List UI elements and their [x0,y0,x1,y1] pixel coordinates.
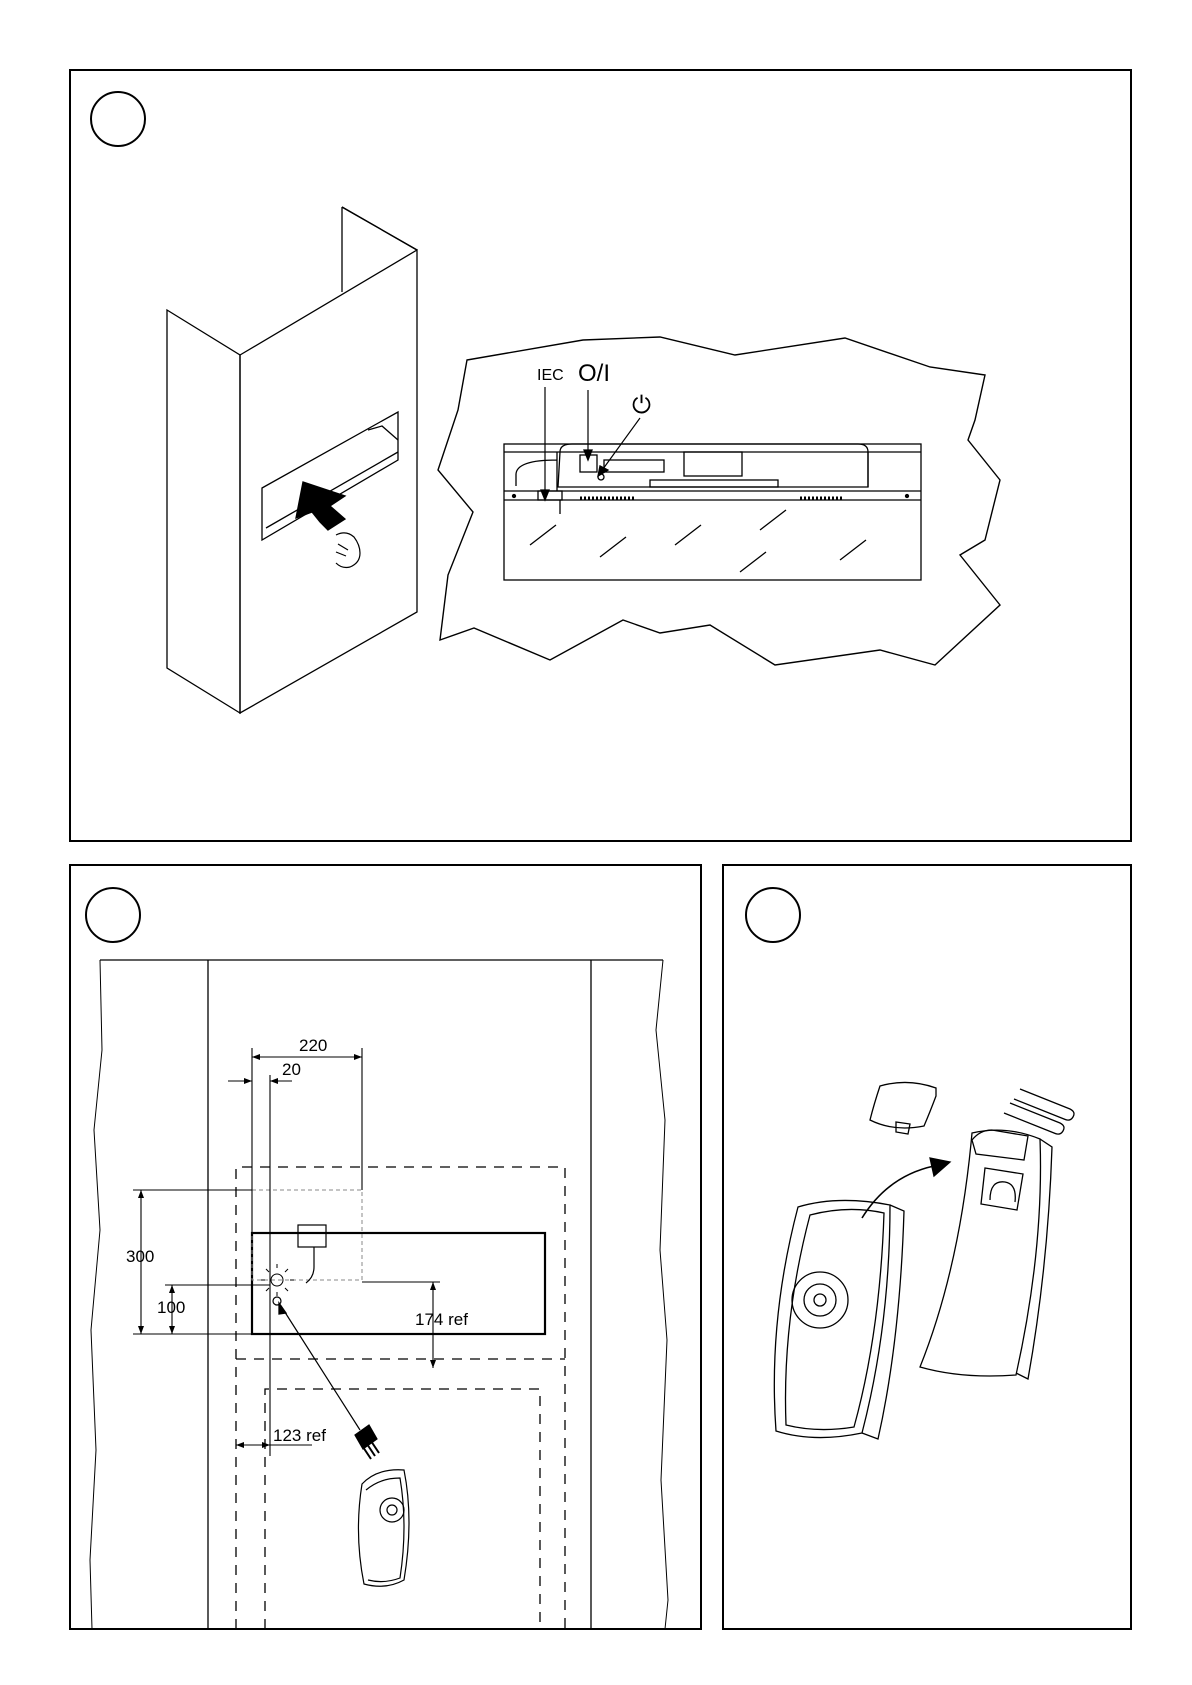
remote-control-icon [774,1200,904,1439]
dashed-outlines [236,1167,565,1629]
wall-unit-icon [167,207,417,713]
detail-callout [438,337,1000,665]
step-circle-1 [91,92,145,146]
power-icon: ⏻ [632,394,651,418]
dimension-20: 20 [282,1061,301,1078]
battery-icon [1004,1089,1074,1134]
hand-icon [336,533,360,568]
appliance-detail [504,444,921,580]
step-circle-2 [86,888,140,942]
push-arrow-icon [296,482,345,530]
step-circle-3 [746,888,800,942]
curved-arrow-icon [862,1166,934,1218]
dimension-300: 300 [126,1248,154,1265]
unit-rectangle [252,1233,545,1334]
wall-outline [90,960,668,1629]
switch-label: O/I [578,362,610,386]
dimension-174-ref: 174 ref [415,1311,468,1328]
battery-cover-icon [870,1082,936,1134]
dimension-220: 220 [299,1037,327,1054]
dimension-123-ref: 123 ref [273,1427,326,1444]
dimension-100: 100 [157,1299,185,1316]
remote-control-icon [355,1425,409,1586]
dimension-lines [133,1048,440,1456]
iec-label: IEC [537,368,564,384]
